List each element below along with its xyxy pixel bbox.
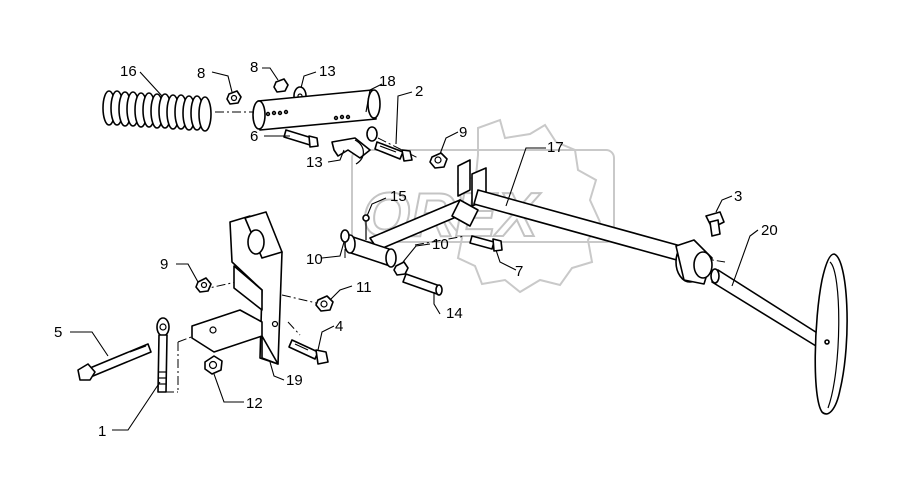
callout-15: 15: [390, 188, 407, 205]
leader-5: [70, 331, 109, 357]
arm-17: [369, 159, 713, 285]
callout-19: 19: [286, 372, 303, 389]
tube-18: [252, 89, 381, 131]
callout-13a: 10: [306, 251, 323, 268]
nut-9-right: [429, 152, 448, 169]
callout-10b: 12: [246, 395, 263, 412]
eye-bolt-1: [156, 317, 170, 393]
bolt-5: [77, 343, 152, 381]
nut-9-left: [195, 277, 212, 293]
leader-11: [300, 71, 317, 89]
callout-18: 18: [379, 73, 396, 90]
bolt-7: [469, 235, 503, 252]
rod-disc-20: [710, 253, 848, 415]
callout-11: 13: [319, 63, 336, 80]
leader-14: [433, 292, 441, 315]
leader-13b: [402, 243, 431, 263]
leader-9a: [176, 263, 199, 283]
leader-9b: [439, 131, 459, 155]
callout-6: 6: [250, 128, 258, 145]
bolt-6: [283, 129, 319, 148]
clip-12: [331, 137, 371, 165]
bolt-3: [705, 211, 725, 237]
leader-7: [495, 249, 517, 271]
callout-4: 4: [335, 318, 343, 335]
leader-13a: [321, 241, 345, 259]
callout-8a: 8: [197, 65, 205, 82]
leader-12: [327, 149, 345, 163]
leader-10a: [329, 285, 353, 301]
washer-8-right: [366, 126, 378, 142]
washer-13-left: [340, 229, 350, 243]
assembly-line: [414, 235, 466, 246]
callout-12: 13: [306, 154, 323, 171]
callout-9b: 9: [459, 124, 467, 141]
callout-7: 7: [515, 263, 523, 280]
leader-16: [139, 71, 163, 97]
leader-18: [365, 83, 383, 113]
leader-19: [269, 361, 285, 381]
leader-15: [366, 197, 387, 217]
callout-20: 20: [761, 222, 778, 239]
callout-10a: 11: [356, 279, 372, 296]
nut-8-top: [273, 78, 289, 93]
leader-17: [505, 147, 546, 207]
callout-2: 2: [415, 83, 423, 100]
leader-3: [715, 195, 733, 213]
bolt-2: [374, 141, 413, 162]
leader-1: [112, 381, 161, 431]
bolt-4: [288, 339, 329, 365]
leader-2: [395, 91, 413, 145]
assembly-line: [287, 321, 301, 336]
leader-10b: [213, 373, 244, 403]
leader-8b: [262, 67, 279, 81]
leader-4: [317, 325, 335, 351]
leader-8a: [211, 71, 233, 93]
callout-1: 1: [98, 423, 106, 440]
nut-8-left: [226, 90, 242, 105]
callout-13b: 10: [432, 236, 449, 253]
nut-13-right: [393, 261, 409, 276]
callout-3: 3: [734, 188, 742, 205]
callout-labels: 16 8 8 13 18 2 6 13 9 17 15 10 10 7 3 20…: [54, 59, 778, 440]
callout-9a: 9: [160, 256, 168, 273]
callout-8b: 8: [250, 59, 258, 76]
callout-5: 5: [54, 324, 62, 341]
callout-17: 17: [547, 139, 564, 156]
leader-20: [731, 229, 759, 287]
spring-16: [102, 90, 212, 132]
leader-lines: [70, 67, 759, 431]
sleeve-15: [344, 214, 397, 268]
nut-10-bottom: [204, 355, 223, 375]
nut-10-right: [315, 295, 334, 312]
bracket-19: [191, 211, 283, 365]
pin-14: [402, 273, 443, 296]
callout-16: 16: [120, 63, 137, 80]
callout-14: 14: [446, 305, 463, 322]
